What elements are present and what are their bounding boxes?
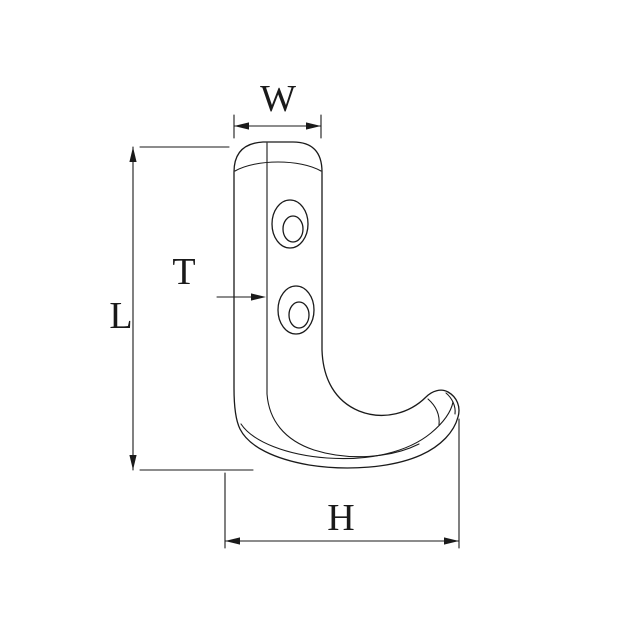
width-arrow-right — [306, 122, 321, 130]
length-arrow-top — [129, 147, 137, 162]
length-arrow-bottom — [129, 455, 137, 470]
hook-bottom-band-line — [240, 401, 454, 460]
hook-inner-edge-line — [266, 142, 420, 458]
hook-tip-detail-line — [427, 392, 456, 426]
screw-hole-top — [271, 199, 309, 249]
height-label: H — [327, 497, 354, 539]
thickness-arrow — [251, 293, 266, 301]
height-extension-lines — [224, 418, 460, 549]
screw-hole-top-inner — [282, 215, 304, 243]
length-extension-lines — [139, 146, 254, 471]
hook-top-edge-line — [234, 161, 322, 172]
dimension-height: H — [224, 418, 460, 549]
dimension-width: W — [233, 78, 322, 139]
dimension-length: L — [109, 146, 254, 471]
width-arrow-left — [234, 122, 249, 130]
screw-hole-top-outer — [271, 199, 309, 249]
dimension-thickness: T — [172, 251, 266, 301]
screw-hole-bottom — [277, 285, 315, 335]
hook-body — [233, 141, 460, 469]
screw-hole-bottom-outer — [277, 285, 315, 335]
length-label: L — [109, 295, 132, 337]
width-label: W — [260, 78, 296, 120]
thickness-label: T — [172, 251, 195, 293]
screw-hole-bottom-inner — [288, 301, 310, 329]
height-arrow-right — [444, 537, 459, 545]
hook-outline — [233, 141, 460, 469]
height-arrow-left — [225, 537, 240, 545]
